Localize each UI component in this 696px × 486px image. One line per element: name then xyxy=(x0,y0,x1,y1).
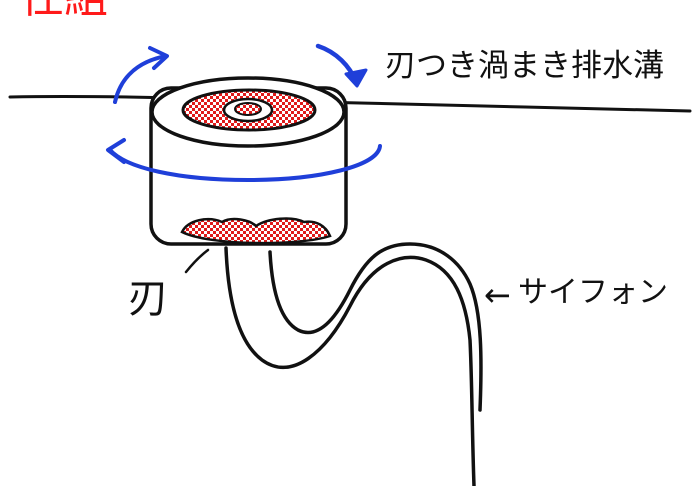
title-text: 仕組 xyxy=(20,0,108,23)
title-fragment: 仕組 xyxy=(20,0,108,23)
blade-text: 刃 xyxy=(128,276,168,322)
arrowhead-upper-right xyxy=(346,70,366,86)
left-arrow-icon: ← xyxy=(484,276,511,314)
siphon-pipe xyxy=(226,244,481,486)
drain-name-text: 刃つき渦まき排水溝 xyxy=(385,48,664,84)
siphon-text: サイフォン xyxy=(518,275,668,310)
drain-name-label: 刃つき渦まき排水溝 xyxy=(385,48,664,84)
siphon-label: ← サイフォン xyxy=(484,275,668,314)
blade-label: 刃 xyxy=(128,276,168,322)
top-center-hub xyxy=(235,103,261,115)
arrowhead-lower-left xyxy=(108,140,124,162)
blade-pointer-line xyxy=(186,250,208,272)
drain-cylinder xyxy=(151,78,346,244)
floor-line xyxy=(10,97,690,111)
